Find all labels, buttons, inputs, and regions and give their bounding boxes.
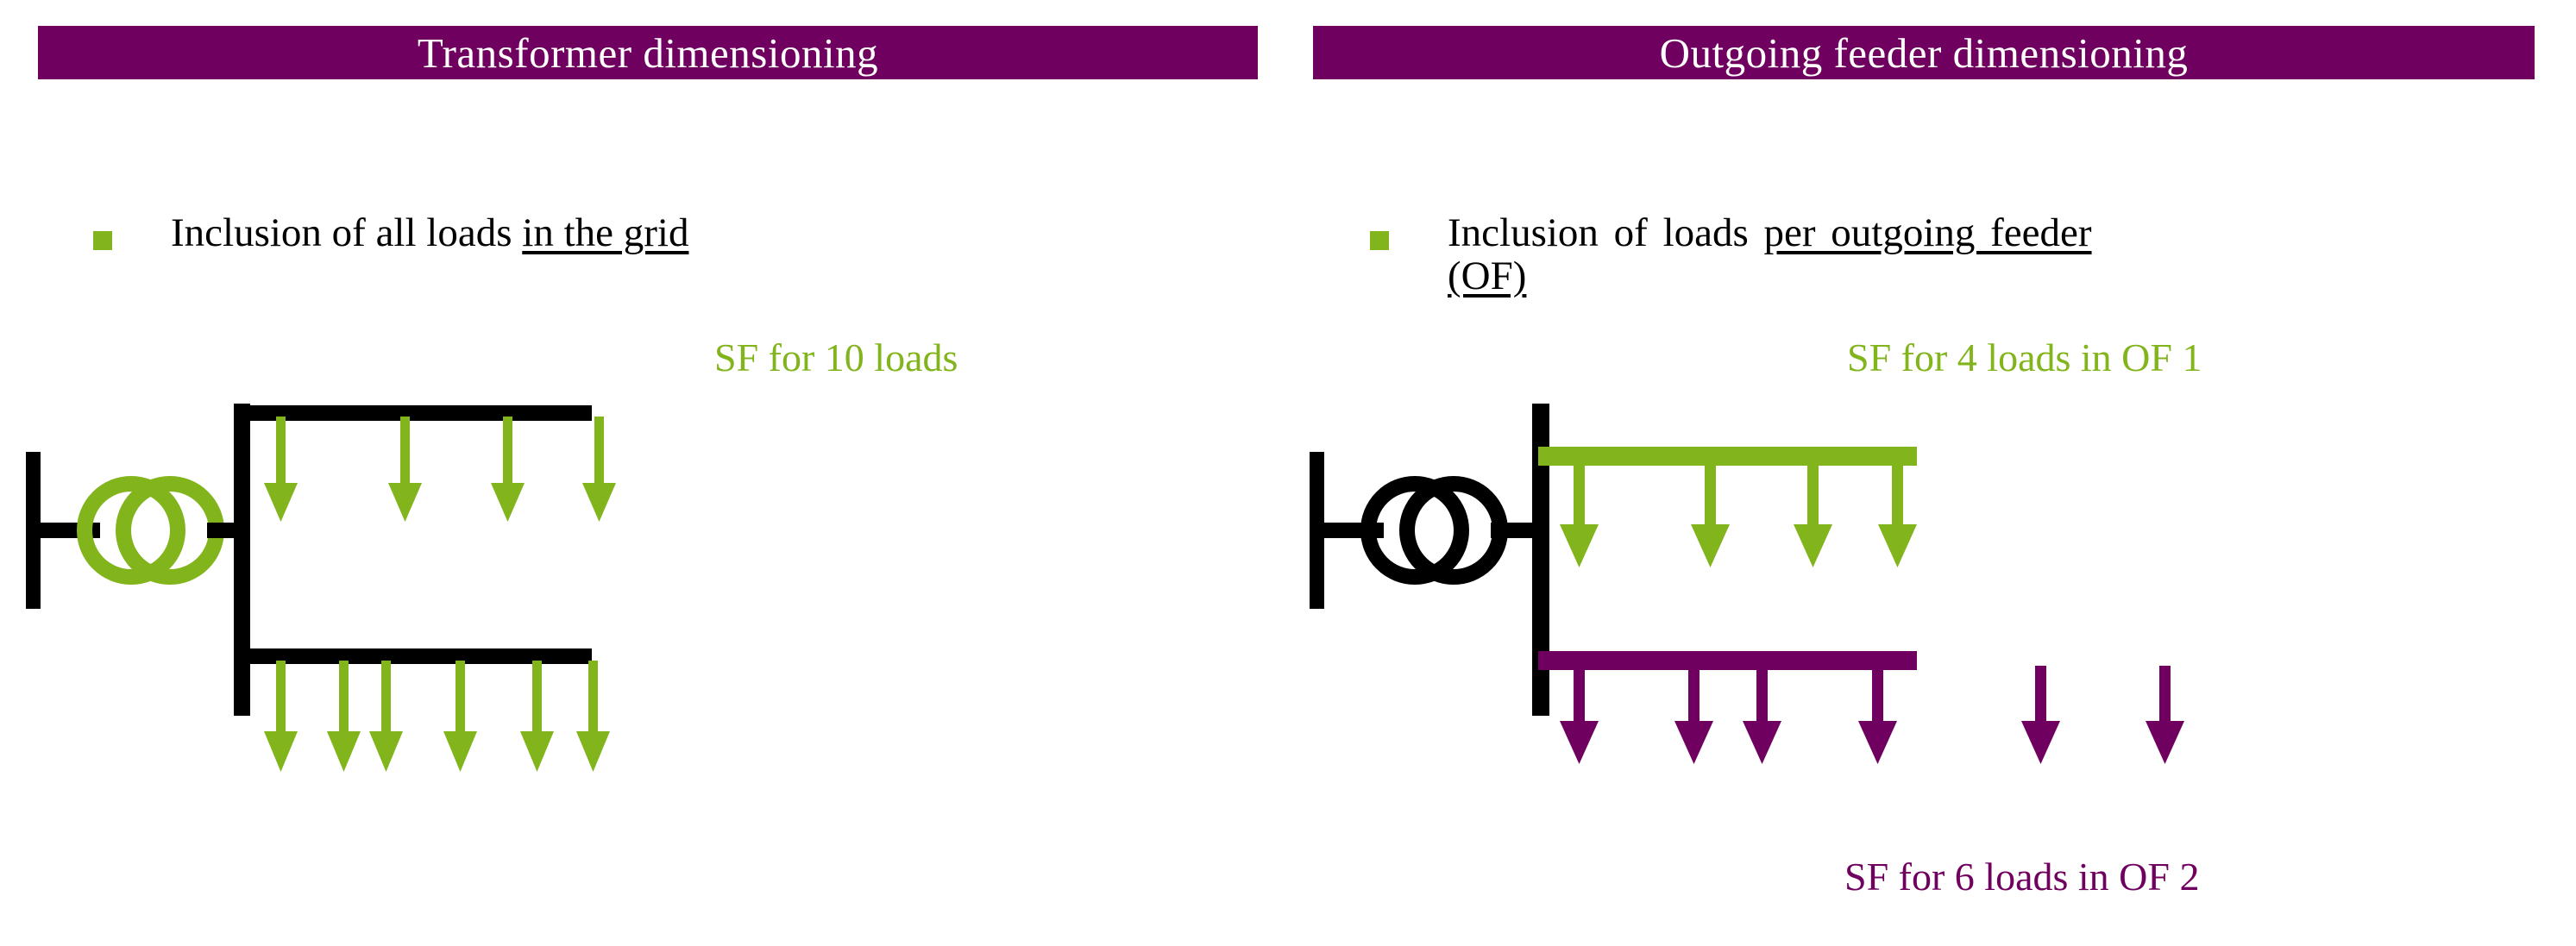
outgoing-feeder-dimensioning-title-bar: Outgoing feeder dimensioning [1313, 26, 2535, 79]
load-arrow [1858, 666, 1897, 764]
load-arrow [1878, 460, 1917, 567]
left-lower-feeder-arrows [264, 661, 610, 772]
right-outgoing-feeder-1 [1538, 447, 1917, 567]
left-transformer-icon [77, 476, 224, 585]
load-arrow [369, 661, 403, 772]
right-panel: Outgoing feeder dimensioning [1288, 0, 2576, 946]
load-arrow [491, 417, 525, 522]
left-upper-feeder [240, 405, 616, 522]
bullet-right-text: Inclusion of loads per outgoing feeder (O… [1448, 210, 2092, 298]
load-arrow [576, 661, 610, 772]
bullet-right-plain: Inclusion of loads [1448, 210, 1764, 255]
load-arrow [1691, 460, 1730, 567]
left-panel: Transformer dimensioning Inclusion of al… [26, 26, 1258, 772]
bullet-left-text: Inclusion of all loads in the grid [171, 210, 689, 255]
bullet-left: Inclusion of all loads in the grid [93, 210, 1128, 255]
right-transformer-to-busbar-line [1491, 523, 1542, 538]
sf-label-right-top: SF for 4 loads in OF 1 [1847, 335, 2202, 379]
load-arrow [264, 661, 298, 772]
load-arrow [520, 661, 554, 772]
left-single-line-diagram [26, 404, 616, 772]
bullet-right-underlined-line2: (OF) [1448, 253, 1527, 298]
load-arrow [1560, 666, 1599, 764]
right-single-line-diagram [1310, 404, 2184, 764]
bullet-right: Inclusion of loads per outgoing feeder (O… [1370, 210, 2457, 298]
right-outgoing-feeder-2-arrows [1560, 666, 2184, 764]
load-arrow [443, 661, 477, 772]
right-outgoing-feeder-1-line [1538, 447, 1917, 466]
left-upper-feeder-line [240, 405, 592, 421]
left-busbar [234, 404, 250, 716]
load-arrow [388, 417, 422, 522]
load-arrow [1674, 666, 1713, 764]
right-busbar [1532, 404, 1549, 716]
load-arrow [2021, 666, 2060, 764]
transformer-dimensioning-title-bar: Transformer dimensioning [38, 26, 1258, 79]
bullet-square-icon [1370, 231, 1389, 250]
sf-label-right-bottom: SF for 6 loads in OF 2 [1844, 855, 2200, 899]
left-upper-feeder-arrows [264, 417, 616, 522]
left-lower-feeder-line [240, 648, 592, 664]
sf-label-left: SF for 10 loads [714, 335, 958, 379]
bullet-left-underlined: in the grid [522, 210, 689, 255]
load-arrow [327, 661, 361, 772]
load-arrow [582, 417, 616, 522]
right-outgoing-feeder-2 [1538, 651, 2184, 764]
right-outgoing-feeder-2-line [1538, 651, 1917, 670]
title-text: Transformer dimensioning [417, 28, 879, 77]
load-arrow [1794, 460, 1832, 567]
left-lower-feeder [240, 648, 610, 772]
load-arrow [1560, 460, 1599, 567]
bullet-left-plain: Inclusion of all loads [171, 210, 523, 255]
load-arrow [2146, 666, 2184, 764]
right-outgoing-feeder-1-arrows [1560, 460, 1917, 567]
load-arrow [264, 417, 298, 522]
title-text: Outgoing feeder dimensioning [1659, 28, 2189, 77]
bullet-square-icon [93, 231, 112, 250]
load-arrow [1743, 666, 1781, 764]
bullet-right-underlined-line1: per outgoing feeder [1763, 210, 2092, 255]
right-transformer-icon [1360, 476, 1508, 585]
